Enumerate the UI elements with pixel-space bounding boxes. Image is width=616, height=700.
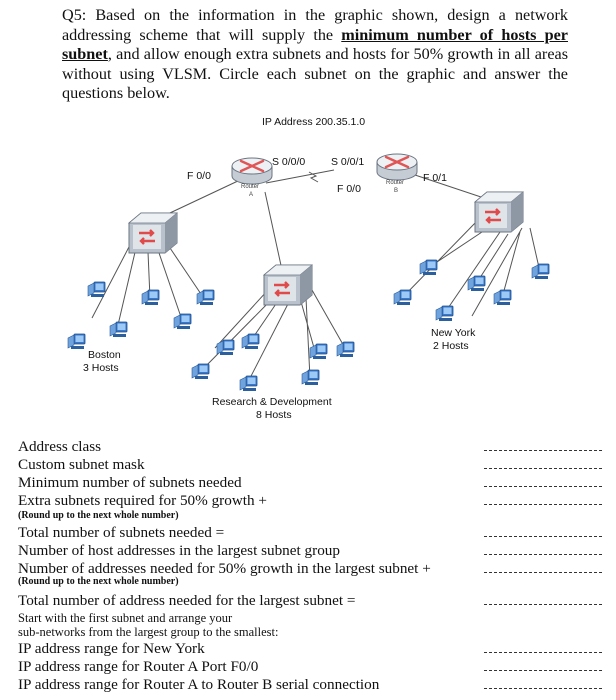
ip-address-label: IP Address 200.35.1.0 xyxy=(262,116,365,128)
question-row: IP address range for Router A to Router … xyxy=(18,676,380,693)
router-a-letter: A xyxy=(249,192,253,198)
question-row: IP address range for New York xyxy=(18,640,205,657)
rnd-hosts: 8 Hosts xyxy=(256,409,292,421)
router-a-icon xyxy=(230,156,274,186)
question-row: Minimum number of subnets needed xyxy=(18,474,242,491)
answer-blank[interactable] xyxy=(484,652,602,653)
answer-blank[interactable] xyxy=(484,504,602,505)
question-suffix: , and allow enough extra subnets and hos… xyxy=(62,45,568,102)
switch-boston-icon xyxy=(127,211,179,255)
answer-blank[interactable] xyxy=(484,670,602,671)
rnd-name: Research & Development xyxy=(212,396,332,408)
new-york-hosts: 2 Hosts xyxy=(433,340,469,352)
question-row: Start with the first subnet and arrange … xyxy=(18,611,233,625)
question-prefix: Q5: Based on the information in the grap… xyxy=(62,6,568,44)
answer-blank[interactable] xyxy=(484,450,602,451)
question-text: Q5: Based on the information in the grap… xyxy=(62,6,568,104)
new-york-name: New York xyxy=(431,327,476,339)
question-row: Total number of address needed for the l… xyxy=(18,592,356,609)
question-row: (Round up to the next whole number) xyxy=(18,576,179,587)
question-row: Number of addresses needed for 50% growt… xyxy=(18,560,431,577)
question-row: (Round up to the next whole number) xyxy=(18,510,179,521)
question-row: Custom subnet mask xyxy=(18,456,145,473)
rnd-pcs xyxy=(191,333,355,392)
boston-name: Boston xyxy=(88,349,121,361)
port-a-s000: S 0/0/0 xyxy=(272,156,305,168)
router-b-name: Router xyxy=(386,180,404,186)
question-row: sub-networks from the largest group to t… xyxy=(18,625,279,639)
router-b-letter: B xyxy=(394,188,398,194)
router-a-name: Router xyxy=(241,184,259,190)
switch-ny-icon xyxy=(473,190,525,234)
network-diagram: IP Address 200.35.1.0 Router A Router B … xyxy=(67,116,550,421)
port-b-f01: F 0/1 xyxy=(423,172,447,184)
question-emphasis: minimum number of hosts per subnet xyxy=(62,25,568,64)
network-cables xyxy=(91,169,541,383)
port-b-f00: F 0/0 xyxy=(337,183,361,195)
answer-blank[interactable] xyxy=(484,486,602,487)
boston-pcs xyxy=(67,281,215,350)
answer-blank[interactable] xyxy=(484,468,602,469)
port-a-f00: F 0/0 xyxy=(187,170,211,182)
answer-blank[interactable] xyxy=(484,536,602,537)
new-york-pcs xyxy=(393,259,550,322)
question-row: Extra subnets required for 50% growth + xyxy=(18,492,267,509)
answer-blank[interactable] xyxy=(484,572,602,573)
port-b-s001: S 0/0/1 xyxy=(331,156,364,168)
question-row: Address class xyxy=(18,438,102,455)
switch-rnd-icon xyxy=(262,263,314,307)
question-row: Number of host addresses in the largest … xyxy=(18,542,340,559)
question-row: IP address range for Router A Port F0/0 xyxy=(18,658,259,675)
answer-blank[interactable] xyxy=(484,604,602,605)
answer-blank[interactable] xyxy=(484,688,602,689)
router-b-icon xyxy=(375,152,419,182)
answer-blank[interactable] xyxy=(484,554,602,555)
question-row: Total number of subnets needed = xyxy=(18,524,225,541)
boston-hosts: 3 Hosts xyxy=(83,362,119,374)
